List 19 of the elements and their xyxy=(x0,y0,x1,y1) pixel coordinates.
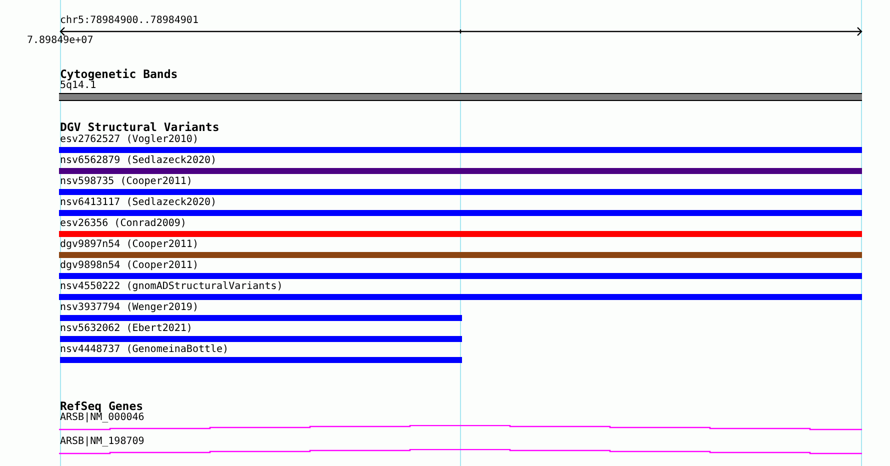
feature-label: nsv6562879 (Sedlazeck2020) xyxy=(60,155,217,167)
track-title: RefSeq Genes xyxy=(60,400,144,413)
feature-label: ARSB|NM_000046 xyxy=(60,412,144,424)
feature-label: dgv9897n54 (Cooper2011) xyxy=(60,239,198,251)
track-title: Cytogenetic Bands xyxy=(60,68,178,81)
position-label: chr5:78984900..78984901 xyxy=(60,15,198,27)
feature-label: nsv6413117 (Sedlazeck2020) xyxy=(60,197,217,209)
feature-label: nsv598735 (Cooper2011) xyxy=(60,176,192,188)
feature-label: 5q14.1 xyxy=(60,80,96,92)
tick-label: 7.89849e+07 xyxy=(27,35,94,47)
feature-label: ARSB|NM_198709 xyxy=(60,436,144,448)
feature-label: nsv3937794 (Wenger2019) xyxy=(60,302,198,314)
feature-label: esv2762527 (Vogler2010) xyxy=(60,134,198,146)
feature-label: dgv9898n54 (Cooper2011) xyxy=(60,260,198,272)
feature-label: nsv4448737 (GenomeinaBottle) xyxy=(60,344,229,356)
feature-label: nsv5632062 (Ebert2021) xyxy=(60,323,192,335)
feature-label: esv26356 (Conrad2009) xyxy=(60,218,186,230)
track-title: DGV Structural Variants xyxy=(60,121,220,134)
feature-label: nsv4550222 (gnomADStructuralVariants) xyxy=(60,281,283,293)
